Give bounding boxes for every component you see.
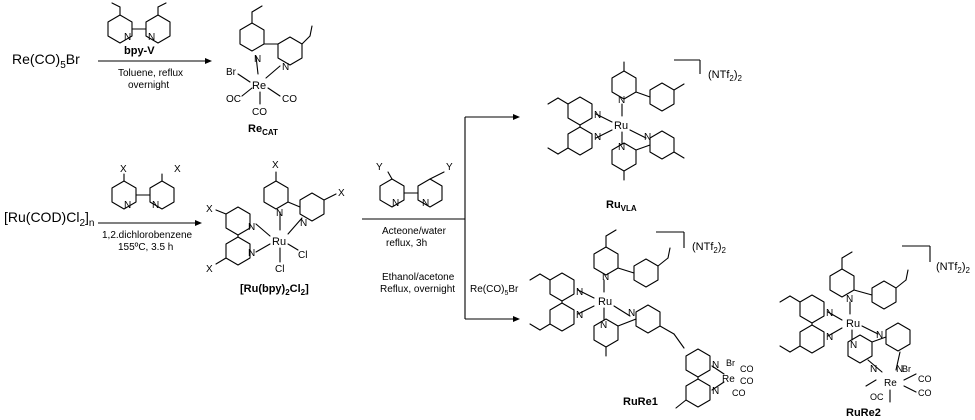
substituent-x: X	[174, 164, 181, 175]
re-cat-structure: N N Re Br OC CO CO	[226, 5, 313, 118]
atom-n: N	[628, 308, 635, 319]
atom-n: N	[594, 132, 601, 143]
atom-n: N	[124, 32, 131, 43]
atom-n: N	[826, 332, 833, 343]
ligand-co: CO	[740, 376, 754, 386]
reaction-arrow-3-bottom-head	[513, 316, 520, 322]
bpy-v-structure: N N	[107, 2, 171, 44]
substituent-x: X	[272, 160, 279, 171]
atom-n: N	[618, 142, 625, 153]
atom-re: Re	[252, 80, 266, 92]
ligand-co: CO	[252, 107, 267, 118]
atom-n: N	[254, 54, 261, 65]
rure1-structure: N N N N N Ru N N Re Br CO CO CO	[529, 229, 754, 409]
atom-n: N	[602, 272, 609, 283]
ligand-co: CO	[918, 374, 932, 384]
ru-vla-label: RuVLA	[606, 199, 637, 213]
conditions-top-2: reflux, 3h	[386, 238, 427, 249]
atom-n: N	[618, 95, 625, 106]
atom-n: N	[124, 200, 131, 211]
re-carbonyl-reagent: Re(CO)5Br	[470, 284, 519, 297]
atom-ru: Ru	[614, 120, 628, 132]
ligand-co: CO	[282, 94, 297, 105]
reaction-arrow-3-top-head	[513, 114, 520, 120]
substituent-y: Y	[376, 162, 383, 173]
atom-n: N	[850, 340, 857, 351]
atom-n: N	[422, 198, 429, 209]
conditions-line-1: 1,2.dichlorobenzene	[102, 230, 193, 241]
atom-n: N	[576, 310, 583, 321]
ligand-co: CO	[740, 364, 754, 374]
substituent-x: X	[120, 164, 127, 175]
rure1-label: RuRe1	[623, 396, 658, 408]
atom-n: N	[594, 110, 601, 121]
atom-br: Br	[902, 364, 911, 374]
atom-n: N	[826, 308, 833, 319]
atom-n: N	[712, 386, 719, 397]
substituent-y: Y	[446, 162, 453, 173]
ligand-co: CO	[732, 388, 746, 398]
reaction-arrow-1-head	[205, 58, 212, 64]
atom-n: N	[600, 320, 607, 331]
atom-n: N	[392, 198, 399, 209]
re-carbonyl-reactant: Re(CO)5Br	[12, 51, 80, 71]
ru-bpy2-cl2-label: [Ru(bpy)2Cl2]	[240, 283, 309, 297]
atom-n: N	[148, 32, 155, 43]
substituent-x: X	[338, 188, 345, 199]
atom-n: N	[644, 132, 651, 143]
re-cat-label: ReCAT	[248, 123, 278, 137]
bpy-v-label: bpy-V	[124, 45, 155, 57]
ligand-oc: OC	[870, 392, 884, 402]
atom-re: Re	[722, 374, 735, 385]
atom-n: N	[712, 360, 719, 371]
atom-n: N	[248, 222, 255, 233]
atom-n: N	[276, 208, 283, 219]
atom-n: N	[896, 364, 903, 375]
ru-bpy2-cl2-structure: X X X X N N N N Ru Cl Cl	[206, 160, 345, 275]
reaction-arrow-2-head	[195, 220, 202, 226]
atom-n: N	[152, 200, 159, 211]
atom-n: N	[870, 364, 877, 375]
rure2-label: RuRe2	[846, 407, 881, 419]
atom-ru: Ru	[272, 236, 286, 248]
rure2-structure: N N N N N Ru N N Re Br CO CO OC	[779, 245, 932, 403]
counterion: (NTf2)2	[708, 69, 743, 83]
counterion: (NTf2)2	[692, 241, 727, 255]
ru-vla-structure: N N N N N Ru	[547, 59, 701, 181]
conditions-bottom-1: Ethanol/acetone	[382, 272, 455, 283]
conditions-line-1: Toluene, reflux	[118, 68, 183, 79]
atom-n: N	[876, 330, 883, 341]
atom-n: N	[282, 62, 289, 73]
atom-br: Br	[726, 358, 735, 368]
ligand-oc: OC	[226, 94, 241, 105]
conditions-line-2: 155ºC, 3.5 h	[118, 242, 173, 253]
atom-n: N	[846, 294, 853, 305]
atom-br: Br	[226, 67, 237, 78]
conditions-line-2: overnight	[128, 80, 169, 91]
atom-n: N	[248, 248, 255, 259]
substituent-x: X	[206, 264, 213, 275]
bpy-y-structure: Y Y N N	[376, 162, 453, 209]
atom-cl: Cl	[298, 250, 307, 261]
substituent-x: X	[206, 204, 213, 215]
atom-n: N	[300, 218, 307, 229]
atom-ru: Ru	[846, 318, 860, 330]
conditions-top-1: Acteone/water	[382, 226, 447, 237]
conditions-bottom-2: Reflux, overnight	[380, 284, 455, 295]
ligand-co: CO	[918, 388, 932, 398]
atom-cl: Cl	[275, 264, 284, 275]
atom-n: N	[576, 287, 583, 298]
bpy-x-structure: X X N N	[111, 164, 181, 211]
atom-re: Re	[884, 378, 897, 389]
ru-cod-reactant: [Ru(COD)Cl2]n	[4, 209, 94, 229]
atom-ru: Ru	[598, 296, 612, 308]
counterion: (NTf2)2	[936, 261, 971, 275]
